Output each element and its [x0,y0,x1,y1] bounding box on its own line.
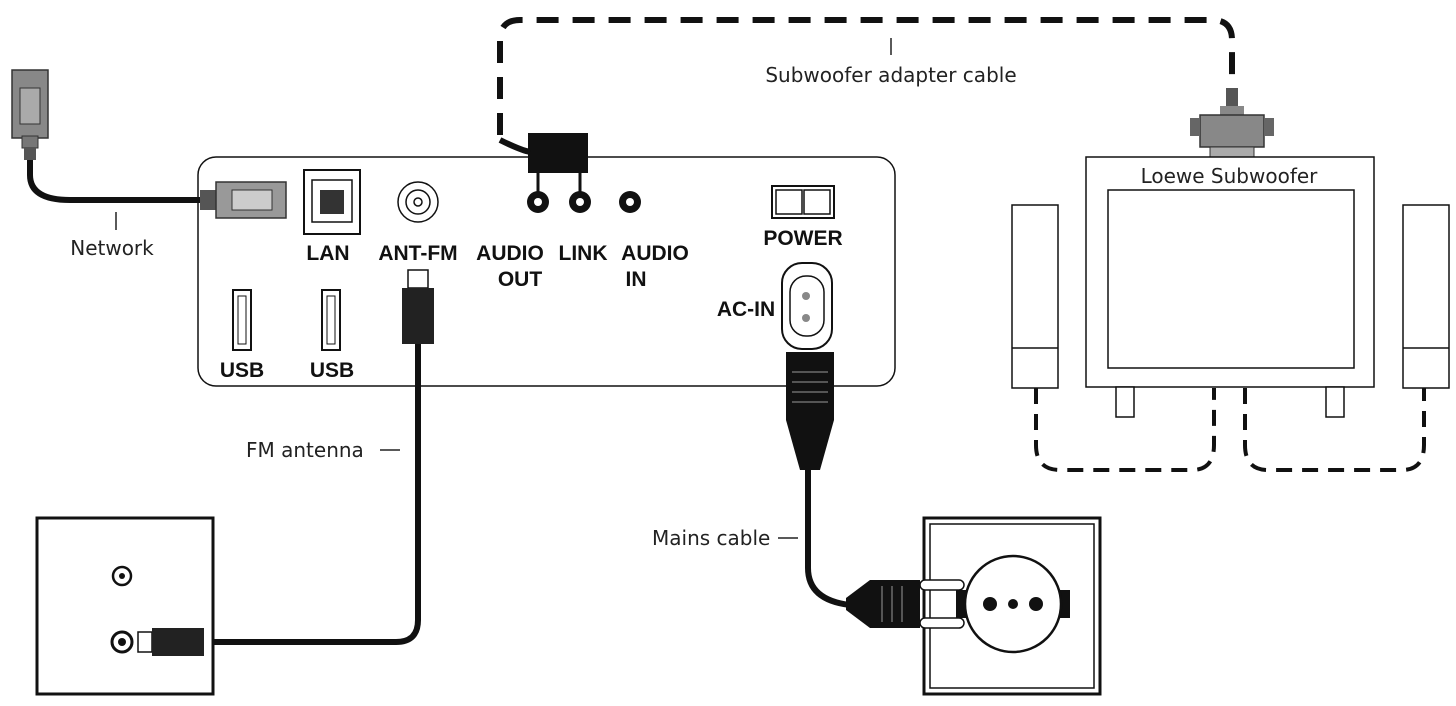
speaker-cable-right [1243,388,1426,472]
speaker-left [1011,204,1059,389]
audio-out-label-line2: OUT [498,268,543,291]
audio-in-label-line1: AUDIO [621,242,689,265]
adapter-cable-stub [498,137,531,155]
network-cable [27,160,205,203]
subwoofer-plug [1190,88,1274,158]
ac-in-socket [781,262,833,350]
mains-cable [805,470,851,608]
speaker-right [1402,204,1450,389]
usb-label-1: USB [220,359,264,382]
network-label: Network [70,236,154,260]
audio-out-label-line1: AUDIO [476,242,544,265]
power-label: POWER [763,227,842,250]
power-outlet [922,516,1102,696]
speaker-cable-left [1034,388,1216,472]
audio-in-jack [619,191,641,213]
rj45-plug-panel [200,181,287,219]
usb-label-2: USB [310,359,354,382]
power-switch [771,185,835,219]
subwoofer-adapter-box [528,133,588,173]
fm-antenna-plug [402,269,434,344]
audio-out-jack [527,191,549,213]
rj45-plug-top [11,69,49,160]
subwoofer [1085,156,1375,418]
mains-cable-label: Mains cable [652,526,770,550]
fm-antenna-cable [210,344,421,645]
ant-fm-label: ANT-FM [378,242,457,265]
usb-port-1 [232,289,252,351]
ant-fm-port [397,181,439,223]
subwoofer-adapter-cable-label: Subwoofer adapter cable [765,63,1016,87]
lan-port [303,169,361,235]
subwoofer-adapter-cable [497,17,1235,135]
mains-plug-outlet [846,579,965,629]
usb-port-2 [321,289,341,351]
link-label: LINK [559,242,608,265]
link-jack [569,191,591,213]
ac-in-label: AC-IN [717,298,775,321]
subwoofer-label: Loewe Subwoofer [1141,164,1319,188]
lan-label: LAN [306,242,349,265]
antenna-wall-socket [35,516,215,696]
fm-antenna-label: FM antenna [246,438,364,462]
audio-in-label-line2: IN [626,268,647,291]
mains-plug-device [786,352,834,470]
